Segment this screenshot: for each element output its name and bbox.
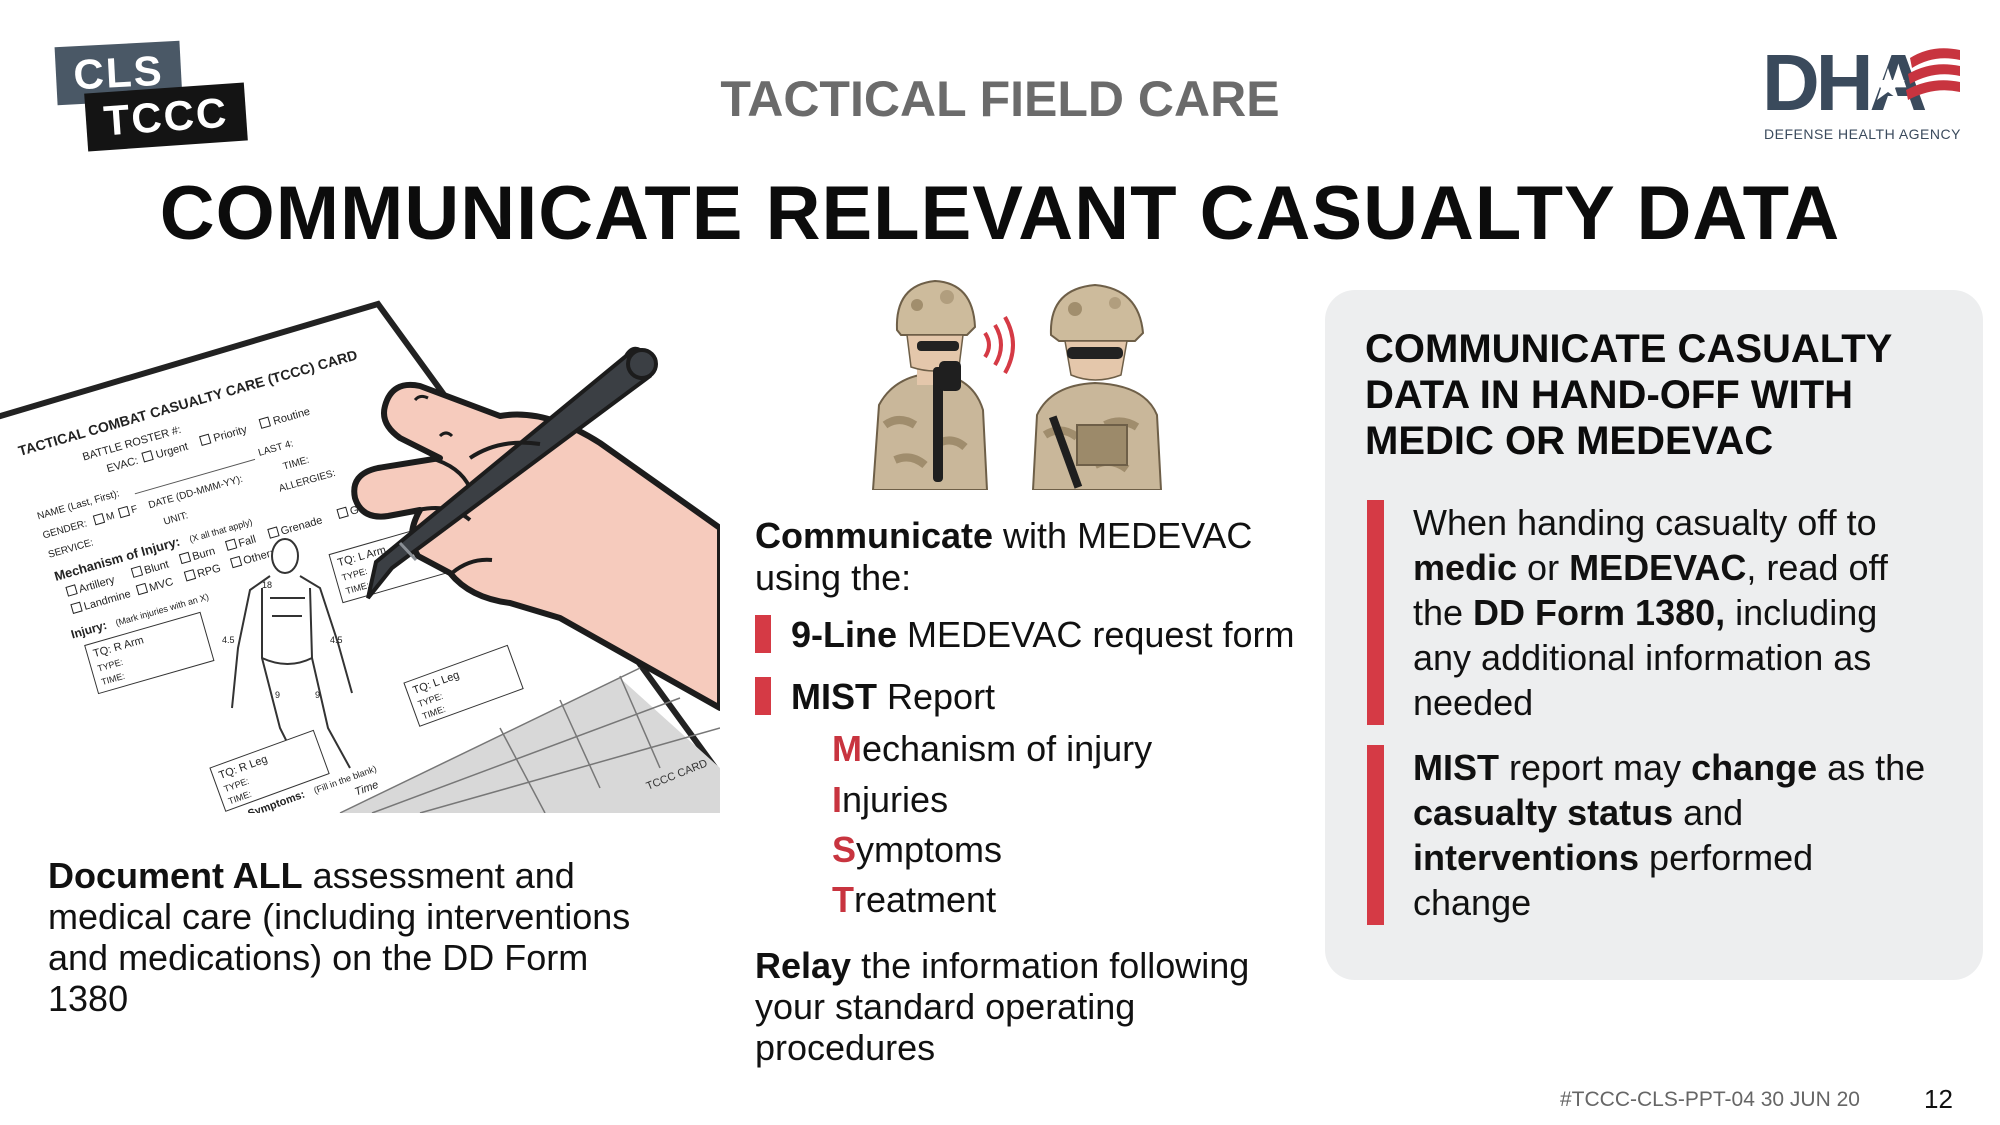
mist-rest-i: njuries — [842, 779, 949, 820]
change-bold-change: change — [1691, 747, 1818, 788]
handoff-bold-medevac: MEDEVAC — [1569, 547, 1747, 588]
change-bold-interventions: interventions — [1413, 837, 1640, 878]
dha-mark-icon: DHA — [1762, 38, 1960, 127]
mist-rest-s: ymptoms — [856, 829, 1003, 870]
red-bar — [1367, 745, 1384, 925]
hand-with-pen-icon — [351, 346, 720, 711]
relay-strong: Relay — [755, 945, 852, 986]
change-bold-status: casualty status — [1413, 792, 1674, 833]
handoff-text-1: When handing casualty off to — [1413, 502, 1877, 543]
section-kicker: TACTICAL FIELD CARE — [720, 71, 1280, 127]
handoff-text-4: including any additional information as … — [1413, 592, 1878, 723]
card-f: F — [130, 504, 139, 516]
nine-line-item: 9-Line MEDEVAC request form — [755, 614, 1294, 656]
handoff-panel: COMMUNICATE CASUALTY DATA IN HAND-OFF WI… — [1325, 290, 1983, 980]
panel-title: COMMUNICATE CASUALTY DATA IN HAND-OFF WI… — [1365, 327, 1892, 463]
relay-rest: the information following your standard … — [755, 945, 1250, 1068]
panel-item-handoff: When handing casualty off to medic or ME… — [1367, 500, 1927, 725]
radio-waves-icon — [983, 316, 1015, 374]
red-bar — [755, 615, 771, 654]
tccc-card-illustration: TACTICAL COMBAT CASUALTY CARE (TCCC) CAR… — [0, 300, 720, 813]
mist-mechanism: Mechanism of injury — [832, 728, 1152, 770]
handoff-text-3: , read off the — [1413, 547, 1888, 633]
change-text-4: performed change — [1413, 837, 1814, 923]
handoff-bold-medic: medic — [1413, 547, 1518, 588]
mist-rest: Report — [877, 676, 996, 717]
red-bar — [755, 677, 771, 716]
document-rest: assessment and medical care (including i… — [48, 855, 631, 1019]
document-instruction: Document ALL assessment and medical care… — [48, 855, 648, 1019]
handoff-bold-form: DD Form 1380, — [1473, 592, 1726, 633]
nine-line-strong: 9-Line — [791, 614, 898, 655]
card-m: M — [105, 510, 116, 523]
change-bold-mist: MIST — [1413, 747, 1499, 788]
dha-subtitle: DEFENSE HEALTH AGENCY — [1764, 126, 1961, 142]
mist-rest-m: echanism of injury — [862, 728, 1153, 769]
change-text-1: report may — [1499, 747, 1692, 788]
svg-text:4.5: 4.5 — [222, 635, 235, 645]
communicate-strong: Communicate — [755, 515, 994, 556]
mist-cap-t: T — [832, 879, 854, 920]
dha-logo: DHA DEFENSE HEALTH AGENCY — [1762, 38, 1962, 145]
mist-treatment: Treatment — [832, 879, 996, 921]
handoff-text-2: or — [1517, 547, 1570, 588]
communicate-intro: Communicate with MEDEVAC using the: — [755, 515, 1315, 599]
svg-text:4.5: 4.5 — [330, 635, 343, 645]
page-title: COMMUNICATE RELEVANT CASUALTY DATA — [159, 171, 1841, 256]
card-fall: Fall — [237, 533, 257, 549]
mist-report-item: MIST Report — [755, 676, 995, 718]
soldiers-radio-icon — [871, 279, 1163, 490]
mist-cap-s: S — [832, 829, 857, 870]
red-bar — [1367, 500, 1384, 725]
panel-item-mist-change: MIST report may change as the casualty s… — [1367, 745, 1927, 925]
change-text-3: and — [1673, 792, 1744, 833]
mist-strong: MIST — [791, 676, 877, 717]
mist-cap-m: M — [832, 728, 862, 769]
svg-text:9: 9 — [315, 690, 320, 700]
communicate-rest: with MEDEVAC using the: — [755, 515, 1253, 598]
mist-injuries: Injuries — [832, 779, 948, 821]
svg-text:9: 9 — [275, 690, 280, 700]
svg-text:18: 18 — [262, 580, 272, 590]
nine-line-rest: MEDEVAC request form — [897, 614, 1295, 655]
change-text-2: as the — [1817, 747, 1926, 788]
page-number: 12 — [1924, 1084, 1953, 1114]
mist-symptoms: Symptoms — [832, 829, 1002, 871]
mist-rest-t: reatment — [854, 879, 997, 920]
mist-cap-i: I — [832, 779, 843, 820]
document-strong: Document ALL — [48, 855, 303, 896]
relay-instruction: Relay the information following your sta… — [755, 945, 1315, 1068]
footer-code: #TCCC-CLS-PPT-04 30 JUN 20 — [1560, 1088, 1860, 1111]
